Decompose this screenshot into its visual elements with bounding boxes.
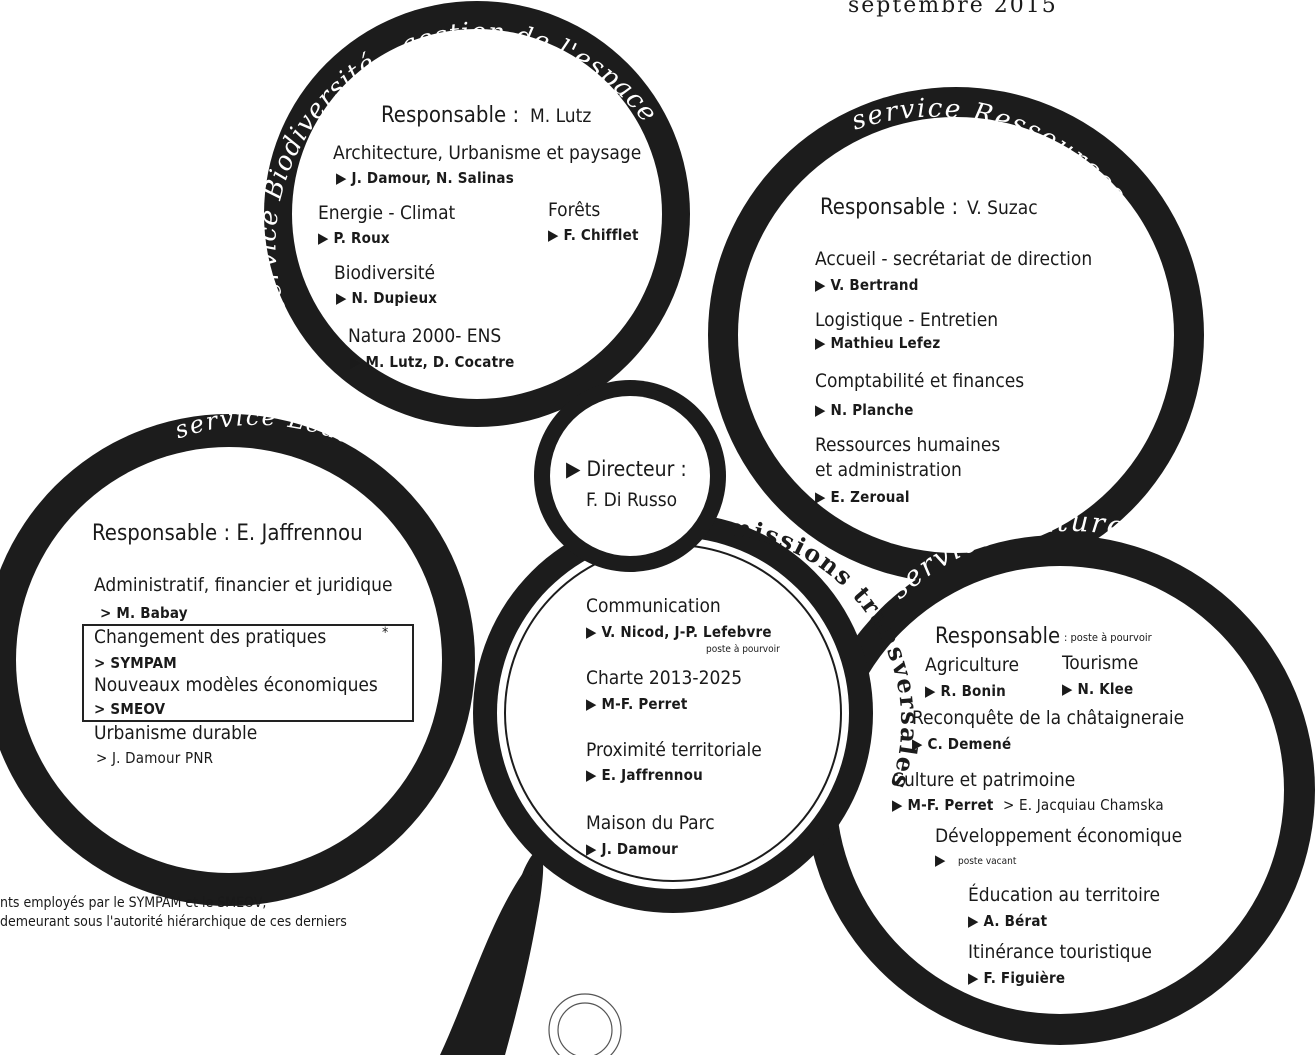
footnote-line-2: demeurant sous l'autorité hiérarchique d… [0,914,347,930]
biodiv-item-people: ▶ J. Damour, N. Salinas [336,169,514,187]
culture-item-people: ▶ A. Bérat [968,912,1048,930]
leader-resp: Responsable : E. Jaffrennou [92,521,363,546]
leader-item-people: > J. Damour PNR [96,749,214,767]
leader-item-people: > SMEOV [94,700,166,718]
culture-item-people-2: > E. Jacquiau Chamska [1003,796,1164,814]
biodiv-item-title: Forêts [548,199,601,221]
missions-item-title: Maison du Parc [586,812,715,834]
culture-item-note: poste vacant [958,856,1017,867]
culture-item-title: Développement économique [935,825,1183,847]
director-title: ▶ Directeur : [566,457,687,481]
bud-outline-inner [557,1002,613,1055]
leader-item-people: > SYMPAM [94,654,177,672]
missions-item-title: Communication [586,595,721,617]
flower-stem [440,856,544,1055]
leader-asterisk: * [382,625,389,641]
biodiv-item-people: ▶ N. Dupieux [336,289,438,307]
ressources-item-people: ▶ Mathieu Lefez [815,334,941,352]
biodiv-resp-name: M. Lutz [530,105,592,127]
leader-item-title: Changement des pratiques [94,626,327,648]
leader-item-title: Administratif, financier et juridique [94,574,393,596]
ressources-resp-label: Responsable : [820,195,959,220]
missions-item-people: ▶ M-F. Perret [586,695,688,713]
culture-item-people: ▶ R. Bonin [925,682,1006,700]
director-name: F. Di Russo [586,489,678,511]
biodiv-item-people: ▶ M. Lutz, D. Cocatre [350,353,515,371]
footnote-line-1: nts employés par le SYMPAM et le SMEOV, [0,895,267,911]
missions-item-people: ▶ E. Jaffrennou [586,766,703,784]
culture-item-title: Tourisme [1062,652,1139,674]
ressources-item-title: Ressources humaines [815,434,1001,456]
ressources-item-people: ▶ E. Zeroual [815,488,910,506]
ressources-item-title: Comptabilité et finances [815,370,1025,392]
biodiv-item-people: ▶ F. Chifflet [548,226,639,244]
culture-item-people: ▶ M-F. Perret [892,796,994,814]
culture-resp-note: : poste à pourvoir [1064,631,1152,644]
biodiv-resp-label: Responsable : [381,103,520,128]
culture-item-title: Itinérance touristique [968,941,1152,963]
missions-item-title: Proximité territoriale [586,739,762,761]
biodiv-item-title: Energie - Climat [318,202,456,224]
missions-item-people: ▶ J. Damour [586,840,679,858]
culture-item-title: Éducation au territoire [968,884,1160,906]
culture-item-people: ▶ N. Klee [1062,680,1134,698]
culture-item-title: Reconquête de la châtaigneraie [912,707,1185,729]
ressources-resp-name: V. Suzac [967,197,1038,219]
biodiv-item-title: Architecture, Urbanisme et paysage [333,142,642,164]
culture-item-people: ▶ [935,851,946,869]
ressources-item-title: Accueil - secrétariat de direction [815,248,1093,270]
culture-item-people: ▶ F. Figuière [968,969,1066,987]
date-label: septembre 2015 [848,0,1058,18]
ressources-item-title-2: et administration [815,459,962,481]
bud-outline-outer [548,993,622,1055]
culture-item-title: Culture et patrimoine [892,769,1076,791]
missions-item-note: poste à pourvoir [706,644,780,655]
biodiv-item-people: ▶ P. Roux [318,229,390,247]
leader-item-people: > M. Babay [100,604,188,622]
missions-item-title: Charte 2013-2025 [586,667,743,689]
culture-item-title: Agriculture [925,654,1019,676]
biodiv-item-title: Natura 2000- ENS [348,325,502,347]
ressources-item-title: Logistique - Entretien [815,309,999,331]
missions-item-people: ▶ V. Nicod, J-P. Lefebvre [586,623,772,641]
leader-item-title: Urbanisme durable [94,722,258,744]
ressources-item-people: ▶ N. Planche [815,401,914,419]
leader-boxed-group [82,624,414,722]
culture-resp-label: Responsable [935,624,1061,649]
leader-item-title: Nouveaux modèles économiques [94,674,378,696]
culture-item-people: ▶ C. Demené [912,735,1012,753]
ressources-item-people: ▶ V. Bertrand [815,276,919,294]
biodiv-item-title: Biodiversité [334,262,436,284]
